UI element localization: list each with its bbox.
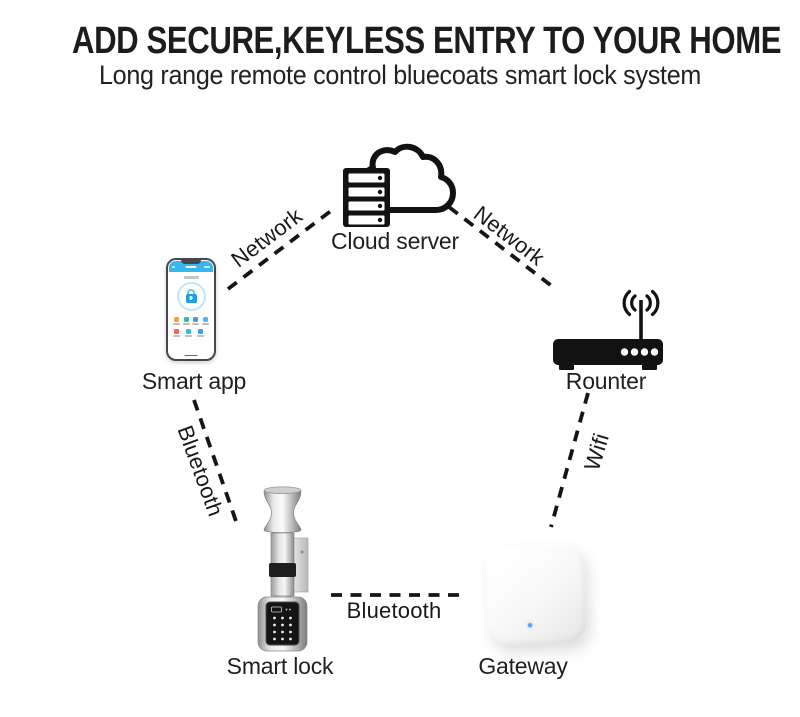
router-label: Rounter [565,368,647,394]
gateway-label: Gateway [478,653,568,679]
phone-notch [181,260,201,264]
connection-label-bluetooth-bottom: Bluetooth [346,598,442,623]
phone-screen [169,261,213,358]
app-header-bar [169,261,213,272]
gateway-icon [485,543,587,646]
line-router-to-gateway [549,392,590,528]
phone-home-indicator [184,354,198,356]
cloud-server-label: Cloud server [331,228,459,254]
app-lock-icon [176,281,206,311]
gateway-led [528,623,533,628]
smartphone-icon [166,258,216,361]
line-cloud-to-router [447,205,555,289]
app-icon-row [169,316,213,325]
router-icon [553,289,663,370]
cloud-server-icon [343,143,456,227]
line-app-to-lock [192,399,240,528]
smart-lock-label: Smart lock [226,653,334,679]
smart-app-label: Smart app [141,368,247,394]
smart-lock-icon [257,486,309,652]
page-subtitle: Long range remote control bluecoats smar… [98,60,702,90]
line-app-to-cloud [226,205,338,291]
page-title: ADD SECURE,KEYLESS ENTRY TO YOUR HOME [72,20,782,62]
app-title-placeholder [183,276,199,279]
app-icon-row [169,328,213,337]
